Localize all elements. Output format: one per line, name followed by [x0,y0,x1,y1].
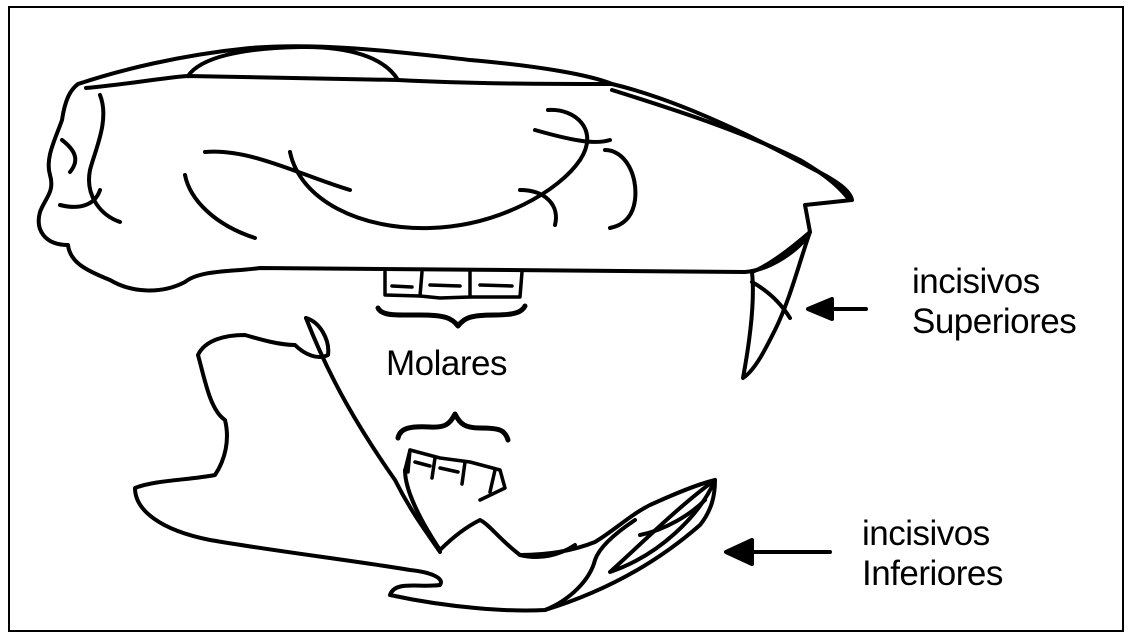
upper-incisors-label: incisivos Superiores [912,262,1076,342]
lower-incisors-line-2: Inferiores [862,554,1003,594]
upper-molar-bracket [378,306,525,326]
lower-incisors-line-1: incisivos [862,514,1003,554]
upper-incisor [743,232,810,378]
lower-incisor-arrow [726,540,830,564]
upper-incisor-arrow [808,299,866,319]
lower-molars [405,450,505,500]
lower-molar-bracket [398,414,508,440]
upper-incisors-line-2: Superiores [912,302,1076,342]
molars-label-text: Molares [386,344,507,384]
upper-molars [385,272,522,298]
lower-incisors-label: incisivos Inferiores [862,514,1003,594]
upper-incisors-line-1: incisivos [912,262,1076,302]
cranium [39,46,852,290]
molars-label: Molares [386,344,507,384]
